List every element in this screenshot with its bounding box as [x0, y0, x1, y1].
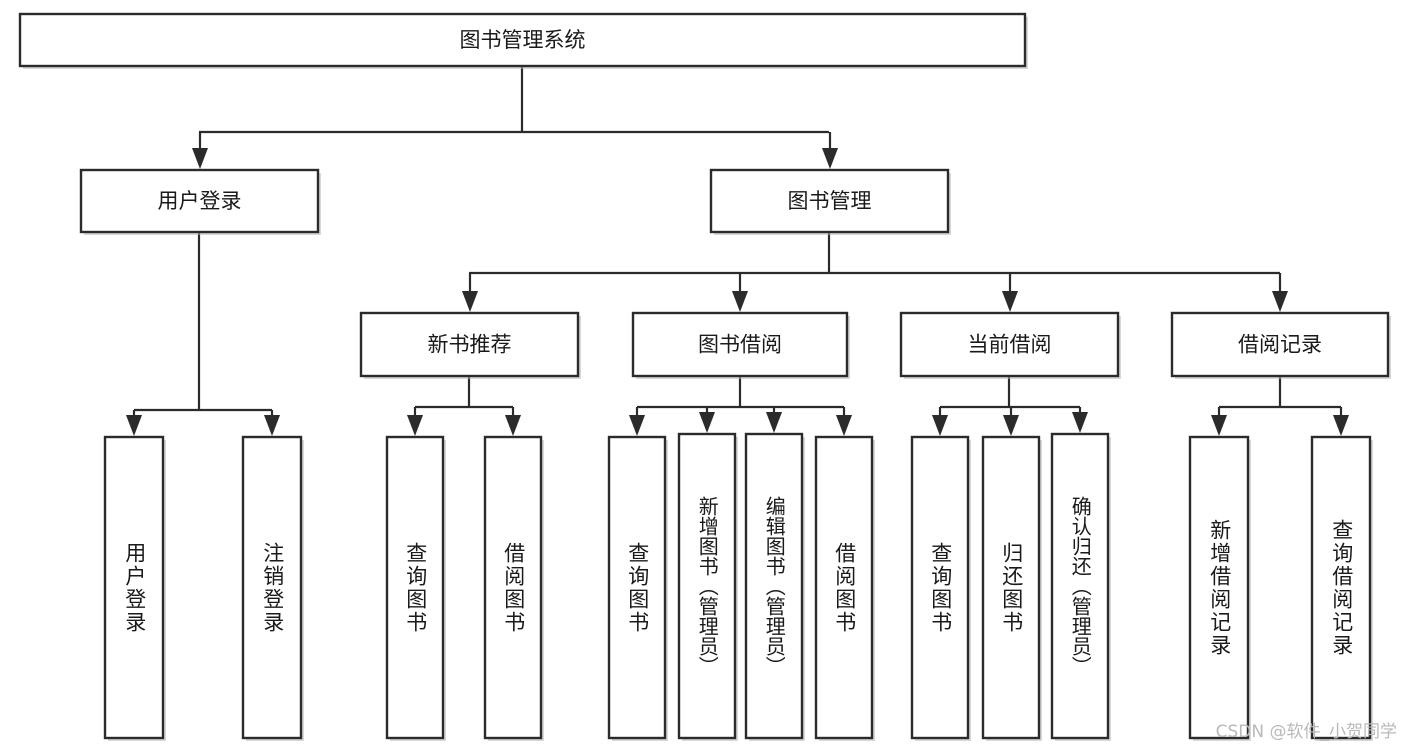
node-label-new-book-recommend: 新书推荐 [428, 333, 512, 357]
node-box-leaf-user-login[interactable] [103, 435, 165, 740]
node-box-root[interactable] [18, 12, 1027, 68]
node-label-current-borrow: 当前借阅 [968, 333, 1052, 357]
arrow-head-leaf-add-book-admin [699, 412, 715, 433]
node-box-leaf-query-borrow-record[interactable] [1310, 435, 1372, 740]
node-box-user-login[interactable] [79, 168, 320, 234]
node-box-current-borrow[interactable] [899, 311, 1120, 378]
arrow-head-leaf-query-book-recommend [407, 415, 423, 436]
csdn-watermark: CSDN @软件_小贺同学 [1215, 722, 1397, 742]
node-label-user-login: 用户登录 [158, 189, 242, 213]
node-box-leaf-add-borrow-record[interactable] [1188, 435, 1250, 740]
node-box-leaf-confirm-return-admin[interactable] [1050, 432, 1110, 740]
node-box-leaf-edit-book-admin[interactable] [744, 432, 804, 740]
arrow-head-new-book-recommend [462, 291, 478, 312]
node-box-leaf-add-book-admin[interactable] [677, 432, 737, 740]
arrow-head-leaf-query-book-current [932, 415, 948, 436]
arrow-head-book-borrow [732, 291, 748, 312]
arrow-head-user-login [192, 148, 208, 169]
arrow-head-leaf-user-login [126, 415, 142, 436]
node-box-leaf-logout[interactable] [241, 435, 303, 740]
node-label-borrow-record: 借阅记录 [1238, 333, 1322, 357]
arrow-head-leaf-edit-book-admin [766, 412, 782, 433]
node-box-leaf-query-book-borrow[interactable] [607, 435, 667, 740]
node-box-leaf-query-book-recommend[interactable] [385, 435, 445, 740]
arrow-head-current-borrow [1002, 291, 1018, 312]
arrow-head-leaf-borrow-book-recommend [505, 415, 521, 436]
node-box-leaf-borrow-book-borrow[interactable] [814, 435, 874, 740]
node-box-book-manage[interactable] [709, 168, 950, 234]
arrow-head-leaf-add-borrow-record [1211, 415, 1227, 436]
boxes-layer [18, 12, 1391, 741]
node-box-leaf-return-book[interactable] [981, 435, 1041, 740]
node-box-leaf-borrow-book-recommend[interactable] [483, 435, 543, 740]
node-box-borrow-record[interactable] [1170, 311, 1390, 378]
arrow-head-leaf-return-book [1003, 415, 1019, 436]
node-box-leaf-query-book-current[interactable] [910, 435, 970, 740]
node-label-book-manage: 图书管理 [788, 189, 872, 213]
arrow-head-borrow-record [1272, 291, 1288, 312]
node-box-book-borrow[interactable] [631, 311, 849, 378]
arrow-head-book-manage [822, 148, 838, 169]
arrow-head-leaf-query-borrow-record [1333, 415, 1349, 436]
arrow-head-leaf-confirm-return-admin [1072, 412, 1088, 433]
connectors-layer [126, 66, 1349, 436]
arrow-head-leaf-logout [264, 415, 280, 436]
node-label-book-borrow: 图书借阅 [698, 333, 782, 357]
arrow-head-leaf-query-book-borrow [629, 415, 645, 436]
node-box-new-book-recommend[interactable] [359, 311, 580, 378]
node-label-root: 图书管理系统 [460, 28, 586, 52]
arrow-head-leaf-borrow-book-borrow [836, 415, 852, 436]
